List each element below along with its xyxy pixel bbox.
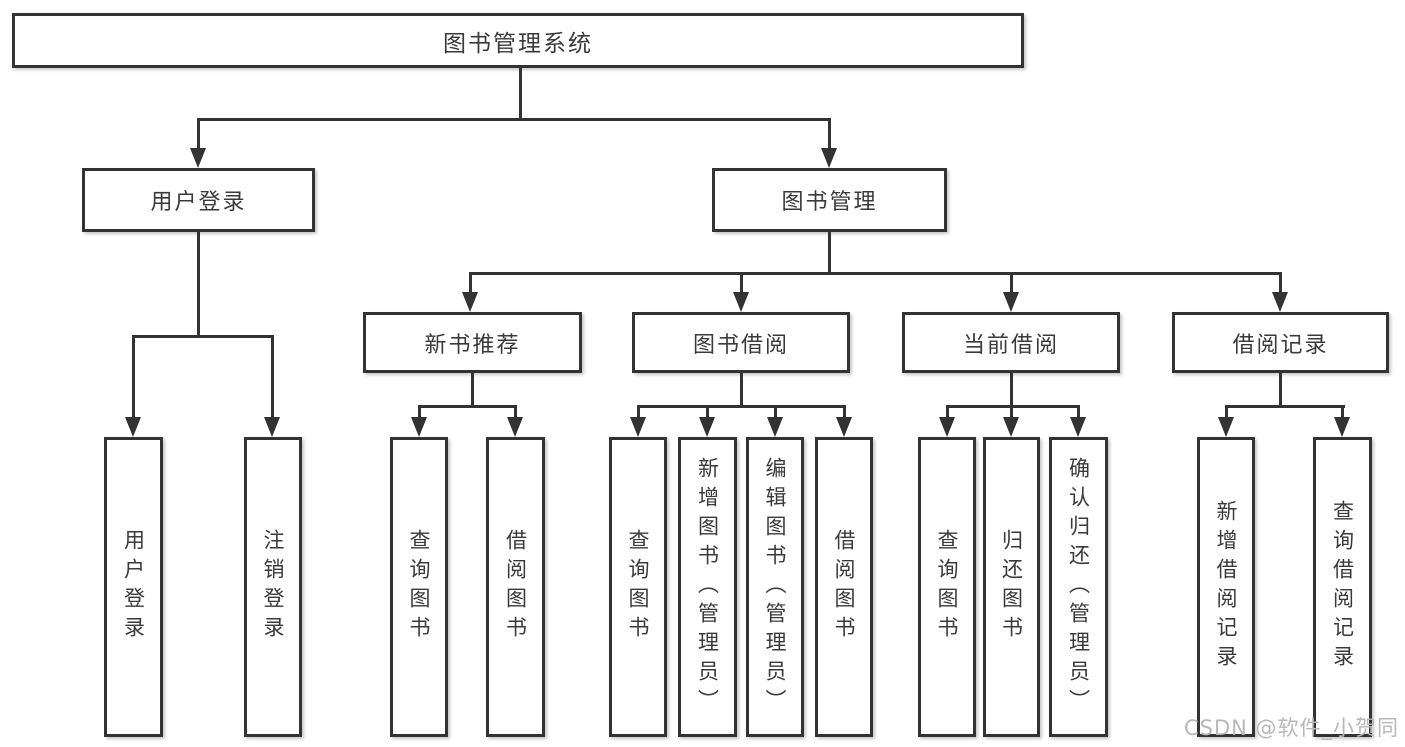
node-current-borrow: 当前借阅 bbox=[902, 312, 1120, 373]
connector-leaf-logout-drop bbox=[271, 335, 274, 421]
connector-nbr-leaf1-drop bbox=[418, 405, 421, 419]
leaf-bb-add-books-admin: 新增图书（管理员） bbox=[678, 437, 737, 737]
connector-bb-leaf1-drop bbox=[637, 405, 640, 419]
leaf-cb-return-books: 归还图书 bbox=[983, 437, 1040, 737]
connector-user-login-drop bbox=[197, 118, 200, 152]
leaf-nbr-borrow-books: 借阅图书 bbox=[486, 437, 545, 737]
connector-bb-leaf2-drop bbox=[706, 405, 709, 419]
node-book-borrow: 图书借阅 bbox=[632, 312, 850, 373]
leaf-br-query-borrow-record: 查询借阅记录 bbox=[1313, 437, 1372, 737]
connector-cb-leaf3-drop bbox=[1077, 405, 1080, 419]
arrow-to-borrow-records bbox=[1272, 292, 1288, 312]
node-new-book-recommend: 新书推荐 bbox=[363, 312, 582, 373]
connector-cb-leaf1-drop bbox=[946, 405, 949, 419]
connector-nbr-bar bbox=[418, 405, 517, 408]
connector-leaf-user-login-drop bbox=[132, 335, 135, 421]
arrow-to-leaf-logout bbox=[264, 417, 280, 437]
node-user-login: 用户登录 bbox=[82, 168, 315, 232]
connector-br-stem bbox=[1279, 371, 1282, 408]
arrow-to-br-query-record bbox=[1334, 417, 1350, 437]
arrow-to-new-book-recommend bbox=[462, 292, 478, 312]
arrow-to-bb-add-books bbox=[699, 417, 715, 437]
leaf-logout: 注销登录 bbox=[244, 437, 302, 737]
connector-level2-bar bbox=[197, 118, 831, 121]
watermark: CSDN @软件_小贺同学 bbox=[1184, 716, 1400, 747]
arrow-to-nbr-query-books bbox=[411, 417, 427, 437]
leaf-user-login: 用户登录 bbox=[104, 437, 163, 737]
connector-book-borrow-drop bbox=[740, 272, 743, 296]
leaf-nbr-query-books: 查询图书 bbox=[390, 437, 448, 737]
arrow-to-book-mgmt bbox=[821, 148, 837, 168]
leaf-bb-borrow-books: 借阅图书 bbox=[815, 437, 873, 737]
connector-level3-bar bbox=[469, 272, 1282, 275]
arrow-to-bb-borrow-books bbox=[836, 417, 852, 437]
connector-user-login-stem bbox=[197, 230, 200, 337]
node-book-management: 图书管理 bbox=[712, 168, 947, 232]
connector-cb-leaf2-drop bbox=[1010, 405, 1013, 419]
connector-cb-bar bbox=[946, 405, 1080, 408]
arrow-to-cb-confirm-return bbox=[1070, 417, 1086, 437]
connector-new-book-drop bbox=[469, 272, 472, 296]
leaf-cb-confirm-return-admin: 确认归还（管理员） bbox=[1049, 437, 1108, 737]
connector-current-borrow-drop bbox=[1010, 272, 1013, 296]
connector-user-login-bar bbox=[133, 335, 274, 338]
connector-nbr-leaf2-drop bbox=[514, 405, 517, 419]
leaf-cb-query-books: 查询图书 bbox=[918, 437, 976, 737]
arrow-to-cb-return-books bbox=[1003, 417, 1019, 437]
arrow-to-bb-query-books bbox=[630, 417, 646, 437]
connector-bb-leaf3-drop bbox=[774, 405, 777, 419]
arrow-to-book-borrow bbox=[733, 292, 749, 312]
connector-br-bar bbox=[1225, 405, 1345, 408]
leaf-br-add-borrow-record: 新增借阅记录 bbox=[1197, 437, 1255, 737]
connector-root-stem bbox=[519, 66, 522, 120]
arrow-to-cb-query-books bbox=[939, 417, 955, 437]
connector-bb-bar bbox=[637, 405, 846, 408]
leaf-bb-edit-books-admin: 编辑图书（管理员） bbox=[746, 437, 804, 737]
connector-bb-stem bbox=[740, 371, 743, 408]
arrow-to-nbr-borrow-books bbox=[507, 417, 523, 437]
connector-br-leaf2-drop bbox=[1341, 405, 1344, 419]
connector-borrow-records-drop bbox=[1279, 272, 1282, 296]
connector-bb-leaf4-drop bbox=[843, 405, 846, 419]
arrow-to-bb-edit-books bbox=[767, 417, 783, 437]
node-borrow-records: 借阅记录 bbox=[1172, 312, 1389, 373]
connector-nbr-stem bbox=[471, 371, 474, 408]
arrow-to-current-borrow bbox=[1003, 292, 1019, 312]
leaf-bb-query-books: 查询图书 bbox=[609, 437, 667, 737]
arrow-to-br-add-record bbox=[1218, 417, 1234, 437]
connector-br-leaf1-drop bbox=[1225, 405, 1228, 419]
arrow-to-user-login bbox=[190, 148, 206, 168]
arrow-to-leaf-user-login bbox=[125, 417, 141, 437]
connector-book-mgmt-drop bbox=[828, 118, 831, 152]
node-root-library-system: 图书管理系统 bbox=[12, 13, 1024, 68]
connector-cb-stem bbox=[1010, 371, 1013, 408]
connector-book-mgmt-stem bbox=[828, 230, 831, 275]
